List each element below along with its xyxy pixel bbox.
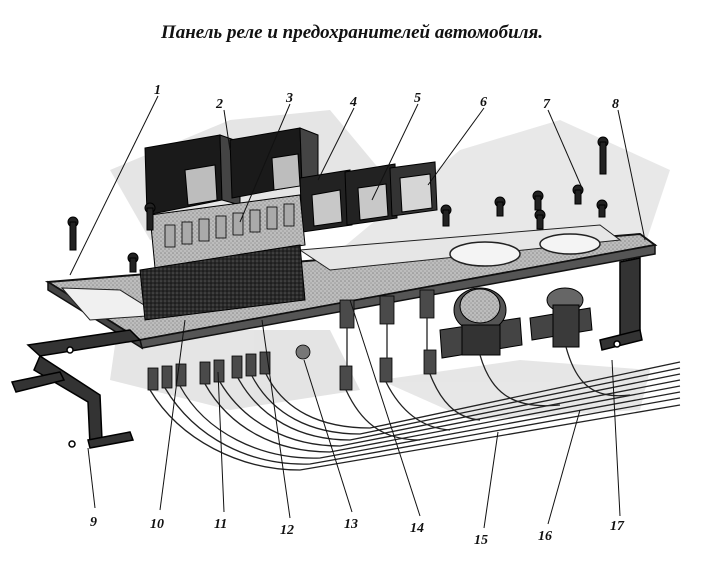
wire-harness	[149, 318, 681, 471]
large-relays	[144, 127, 319, 216]
callout-10: 10	[150, 517, 164, 532]
diagram-title: Панель реле и предохранителей автомобиля…	[160, 22, 543, 43]
leader-lines	[69, 95, 646, 529]
callout-15: 15	[474, 533, 488, 548]
right-bracket	[599, 257, 643, 351]
callout-5: 5	[414, 91, 421, 106]
callout-16: 16	[538, 529, 552, 544]
callout-2: 2	[215, 97, 223, 112]
callout-1: 1	[154, 83, 161, 98]
callout-labels: 1 2 3 4 5 6 7 8 9 10 11 12 13 14 15 16 1…	[90, 83, 625, 548]
callout-6: 6	[480, 95, 487, 110]
callout-3: 3	[285, 91, 293, 106]
callout-17: 17	[610, 519, 625, 534]
callout-12: 12	[280, 523, 294, 538]
fuse-block	[139, 194, 306, 321]
mounting-bolts	[67, 136, 609, 273]
round-connectors	[439, 287, 593, 359]
plug-connectors	[147, 289, 437, 391]
callout-8: 8	[612, 97, 619, 112]
left-bracket	[10, 329, 142, 449]
small-relays	[299, 161, 438, 233]
callout-14: 14	[410, 521, 424, 536]
callout-9: 9	[90, 515, 97, 530]
callout-11: 11	[214, 517, 227, 532]
callout-4: 4	[349, 95, 357, 110]
callout-13: 13	[344, 517, 358, 532]
callout-7: 7	[543, 97, 551, 112]
